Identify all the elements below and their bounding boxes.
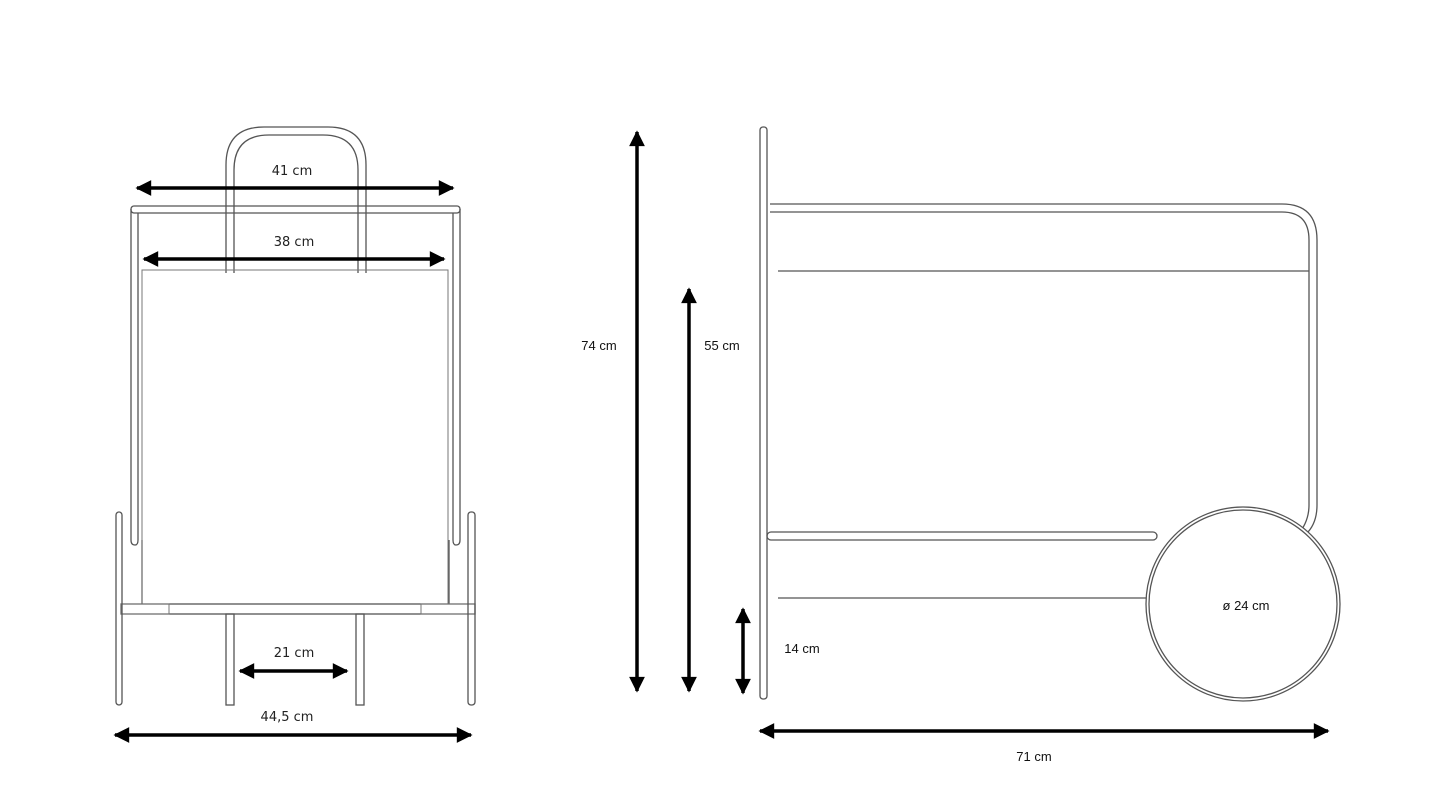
wheel-left (115, 511, 123, 706)
front-view: 41 cm 38 cm 21 cm 44,5 cm (113, 126, 476, 743)
right-frame (448, 209, 461, 604)
wheel-inner (1148, 509, 1338, 699)
dim-label-inner-width: 38 cm (274, 235, 315, 250)
wheel (1145, 506, 1341, 702)
frame-rail (770, 203, 1318, 533)
dim-label-top-width: 41 cm (272, 164, 313, 179)
bottom-bar (120, 603, 476, 615)
wheel-right (467, 511, 476, 706)
left-frame (130, 209, 143, 604)
bottom-end-left (120, 603, 170, 615)
dim-label-total-width: 44,5 cm (261, 710, 314, 725)
dim-label-leg-spacing: 21 cm (274, 646, 315, 661)
leg-left (225, 613, 235, 706)
dim-label-total-length: 71 cm (1016, 749, 1051, 764)
dim-label-wheel-diameter: ø 24 cm (1223, 598, 1270, 613)
dim-label-total-height: 74 cm (581, 338, 616, 353)
bottom-rail (766, 531, 1158, 541)
vertical-post (759, 126, 768, 700)
side-view: ø 24 cm 74 cm 55 cm 14 cm 71 cm (581, 126, 1341, 764)
panel (141, 269, 449, 605)
bottom-end-right (420, 603, 476, 615)
leg-right (355, 613, 365, 706)
dim-label-handle-height: 55 cm (704, 338, 739, 353)
top-bar (130, 205, 461, 214)
dim-label-bottom-clearance: 14 cm (784, 641, 819, 656)
handle (225, 126, 367, 273)
